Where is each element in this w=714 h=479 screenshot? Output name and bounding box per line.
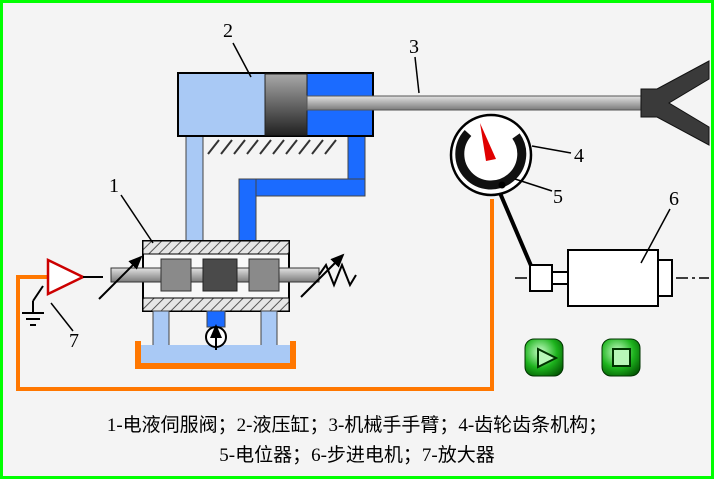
amplifier-icon — [46, 258, 86, 296]
servo-valve — [98, 240, 357, 312]
stop-button[interactable] — [601, 338, 641, 377]
pump-pipe — [206, 310, 226, 328]
mount-hatching — [207, 139, 337, 155]
leader-line-7 — [50, 302, 74, 332]
motor-shaft — [551, 271, 569, 285]
tank — [135, 341, 296, 369]
leader-line-5 — [514, 178, 553, 192]
valve-wall-bottom — [142, 297, 290, 312]
legend-caption: 1-电液伺服阀；2-液压缸；3-机械手手臂；4-齿轮齿条机构； 5-电位器；6-… — [3, 411, 711, 471]
caption-line-2: 5-电位器；6-步进电机；7-放大器 — [219, 445, 495, 466]
spring-icon — [318, 262, 357, 288]
gripper-icon — [640, 60, 710, 146]
valve-wall-top — [142, 240, 290, 255]
play-icon — [537, 347, 559, 369]
leader-line-6 — [640, 208, 671, 264]
label-potentiometer: 5 — [553, 186, 563, 208]
dial-needle — [480, 123, 496, 161]
label-amplifier: 7 — [69, 330, 79, 352]
label-arm: 3 — [409, 36, 419, 58]
leader-line-4 — [531, 145, 572, 154]
stop-icon — [612, 348, 631, 367]
ground-icon — [22, 285, 44, 326]
leader-lines — [50, 42, 671, 332]
leader-line-2 — [232, 42, 252, 78]
link-rod — [498, 192, 537, 276]
tank-fluid — [141, 345, 290, 364]
supply-pipe-left — [185, 132, 204, 247]
motor-coupling — [529, 264, 553, 292]
label-gear-rack: 4 — [574, 145, 584, 167]
label-cylinder: 2 — [223, 20, 233, 42]
caption-line-1: 1-电液伺服阀；2-液压缸；3-机械手手臂；4-齿轮齿条机构； — [106, 415, 608, 436]
piston-rod — [306, 95, 644, 111]
label-stepper-motor: 6 — [669, 188, 679, 210]
supply-pipe-right — [238, 132, 366, 247]
actuation-arrow-left — [98, 255, 143, 300]
label-servo-valve: 1 — [109, 175, 119, 197]
actuation-arrow-right — [300, 253, 345, 298]
leader-line-1 — [120, 194, 154, 244]
dial-dot — [498, 181, 506, 189]
play-button[interactable] — [524, 338, 564, 377]
spool-land-left — [160, 258, 192, 292]
system-diagram: 2 3 4 5 6 1 7 — [16, 20, 710, 391]
piston — [264, 73, 308, 136]
stepper-motor-body — [567, 249, 659, 307]
motor-end-cap — [657, 259, 673, 297]
leader-line-3 — [414, 56, 420, 94]
spool-land-right — [248, 258, 280, 292]
spool-land-center — [202, 258, 238, 292]
feedback-wire — [16, 199, 494, 391]
potentiometer-arc — [455, 129, 527, 190]
